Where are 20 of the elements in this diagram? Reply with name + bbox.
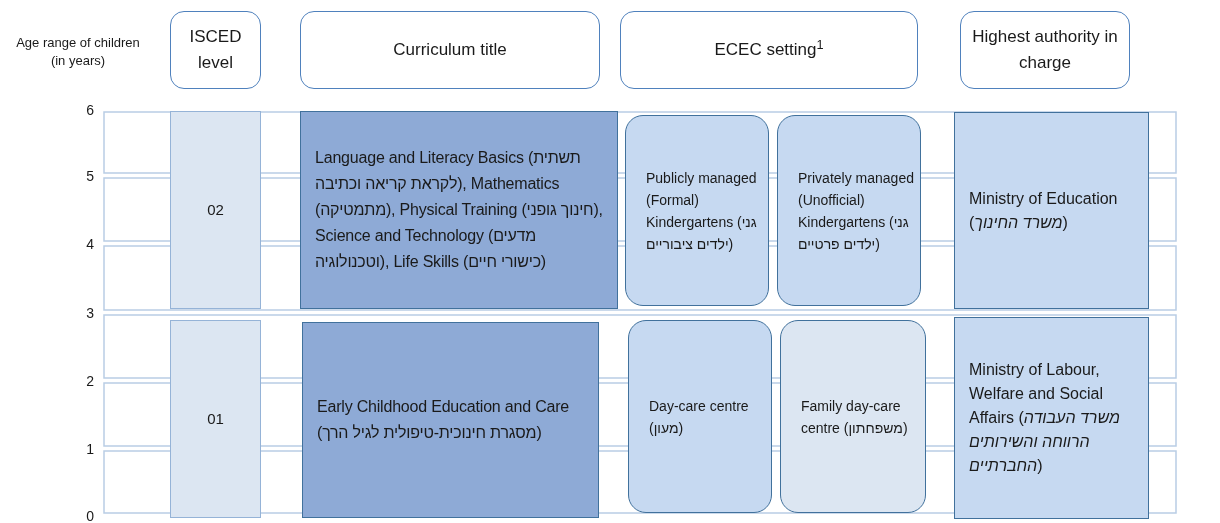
column-header: ISCED level [170,11,261,89]
tick-label: 1 [85,441,94,457]
isced-level-box: 02 [170,111,261,309]
curriculum-box: Language and Literacy Basics (תשתית לקראת קריאה וכתיבה), Mathematics (מתמטיקה), Physical Training (חינוך גופני), Science and Technology (מדעים וטכנולוגיה), Life Skills (כישורי חיים) [300,111,618,309]
tick-label: 3 [85,305,94,321]
setting-box: Privately managed (Unofficial) Kindergartens (גני ילדים פרטיים) [777,115,921,306]
axis-title: Age range of children (in years) [15,34,141,70]
setting-box: Publicly managed (Formal) Kindergartens (גני ילדים ציבוריים) [625,115,769,306]
tick-label: 4 [85,236,94,252]
tick-label: 6 [85,102,94,118]
column-header: Highest authority in charge [960,11,1130,89]
tick-label: 2 [85,373,94,389]
tick-label: 0 [85,508,94,523]
curriculum-box: Early Childhood Education and Care (מסגרת חינוכית-טיפולית לגיל הרך) [302,322,599,518]
setting-box: Day-care centre (מעון) [628,320,772,513]
isced-level-box: 01 [170,320,261,518]
tick-label: 5 [85,168,94,184]
column-header: Curriculum title [300,11,600,89]
setting-box: Family day-care centre (משפחתון) [780,320,926,513]
column-header: ECEC setting$^{1}$ [620,11,918,89]
